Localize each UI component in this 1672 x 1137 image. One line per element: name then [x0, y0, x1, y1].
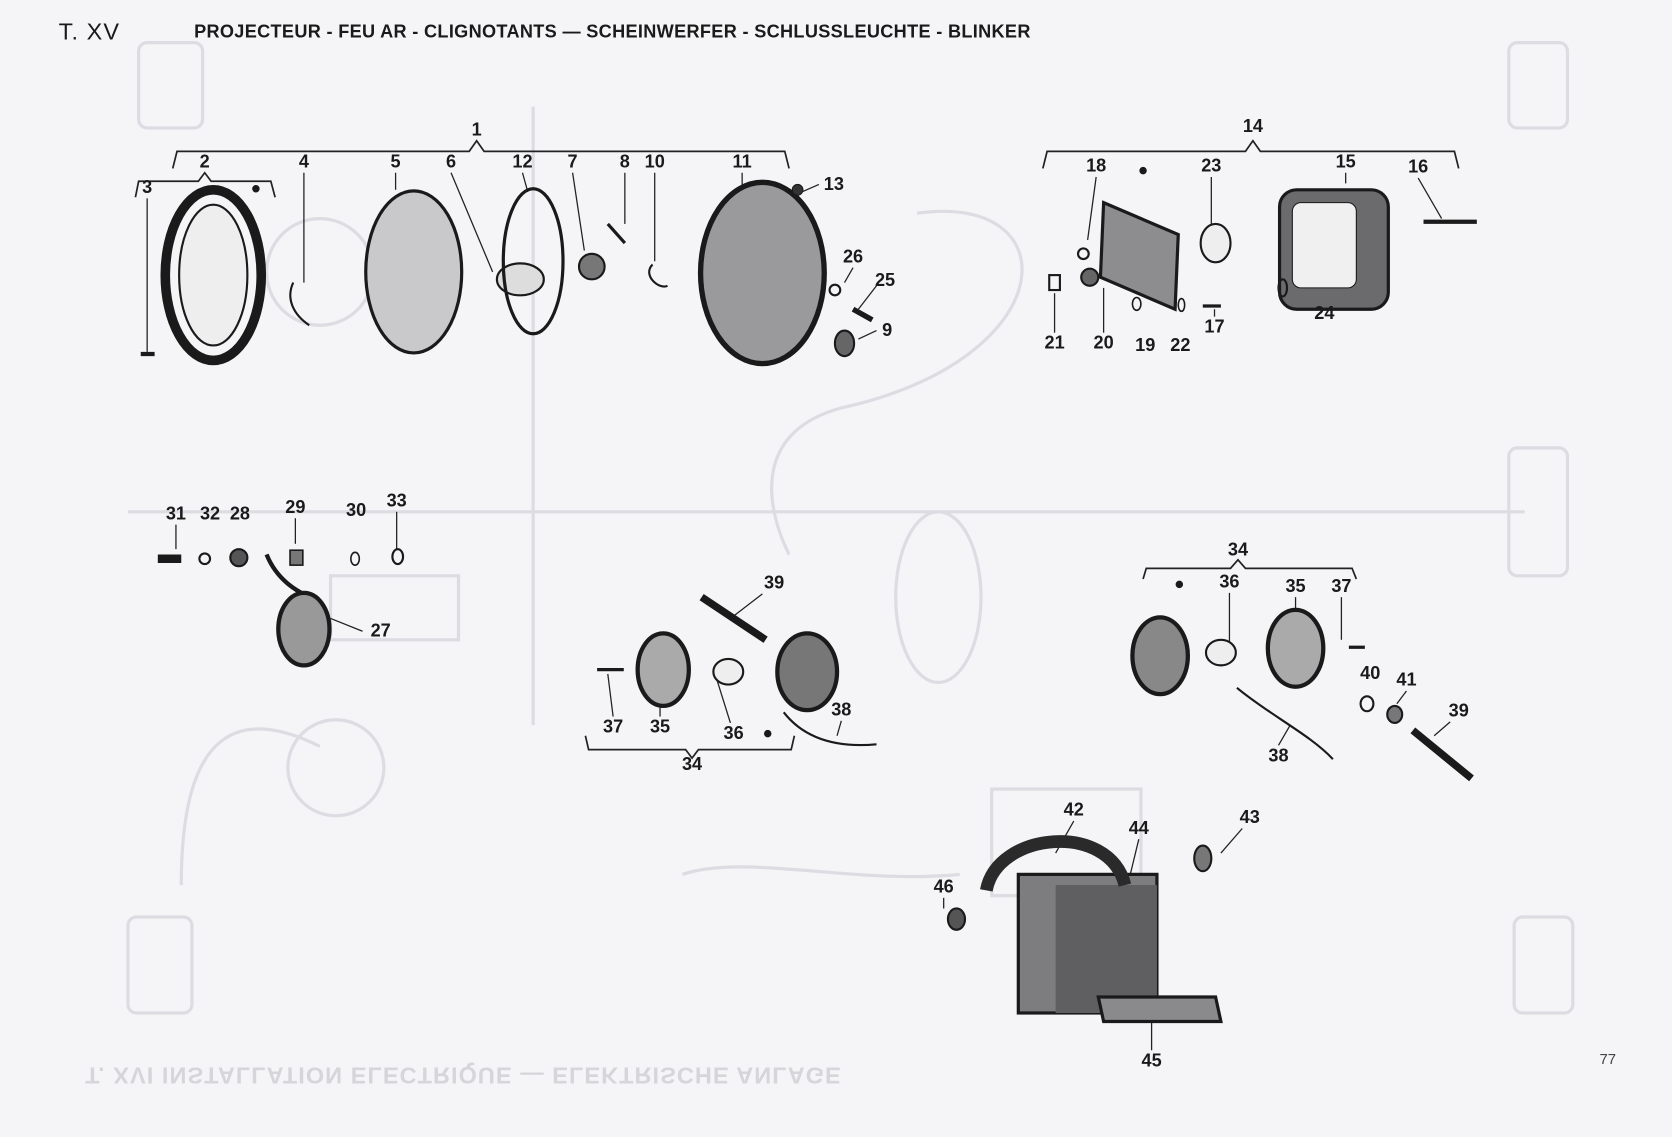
callout-35: 35: [1285, 575, 1306, 597]
callout-34: 34: [1227, 539, 1249, 560]
indicator-stem: [1410, 727, 1474, 782]
headlight-parts: [140, 179, 874, 367]
callout-38: 38: [831, 699, 852, 720]
page-number: 77: [1599, 1050, 1617, 1068]
callout-31: 31: [165, 503, 187, 524]
callout-27: 27: [370, 620, 391, 641]
bolt-25: [851, 306, 874, 323]
callout-7: 7: [567, 151, 578, 172]
bracket-group-14: [1042, 139, 1460, 169]
bracket-group-1: [171, 139, 790, 169]
page-title: PROJECTEUR - FEU AR - CLIGNOTANTS — SCHE…: [194, 21, 1031, 42]
bulb-socket: [577, 252, 606, 281]
callout-42: 42: [1063, 799, 1084, 820]
callout-24: 24: [1314, 302, 1335, 324]
headlight-lens: [364, 189, 464, 355]
washer-26: [828, 283, 842, 297]
indicator-wire: [1236, 686, 1334, 760]
plate-number: T. XV: [58, 18, 121, 45]
callout-44: 44: [1128, 817, 1149, 839]
indicator-wire: [782, 711, 877, 747]
indicator-stem: [699, 594, 768, 643]
callout-18: 18: [1086, 155, 1107, 176]
tail-light-base: [1098, 200, 1180, 312]
indicator-base: [775, 631, 840, 713]
indicator-lens: [1130, 615, 1190, 697]
callout-20: 20: [1093, 332, 1114, 353]
tail-light-parts: [1048, 166, 1477, 313]
battery-pad: [1096, 995, 1223, 1024]
headlight-housing: [697, 179, 827, 367]
callout-12: 12: [512, 151, 533, 172]
callout-29: 29: [285, 496, 306, 518]
callout-35: 35: [649, 716, 671, 737]
callout-33: 33: [386, 490, 407, 511]
callout-40: 40: [1360, 663, 1381, 684]
tail-bulb: [1199, 222, 1232, 264]
callout-23: 23: [1201, 155, 1222, 176]
callout-45: 45: [1141, 1050, 1162, 1071]
group-brackets: [134, 139, 1460, 760]
callout-38: 38: [1268, 745, 1289, 766]
callout-13: 13: [823, 173, 844, 195]
callout-11: 11: [732, 151, 752, 172]
pin: [606, 222, 627, 245]
headlight-bulb: [495, 262, 545, 297]
bracket-group-34-right: [1142, 558, 1358, 580]
horn: [276, 590, 332, 668]
callout-32: 32: [199, 503, 221, 524]
indicator-base: [1265, 607, 1326, 689]
callout-36: 36: [723, 722, 744, 744]
screw-head-icon: [252, 185, 260, 193]
callout-34: 34: [681, 753, 703, 775]
callout-17: 17: [1204, 316, 1225, 337]
callout-16: 16: [1408, 156, 1429, 178]
top-screw: [791, 183, 804, 196]
battery-parts: [946, 835, 1223, 1024]
callout-37: 37: [603, 716, 624, 737]
callout-30: 30: [346, 500, 367, 521]
callout-37: 37: [1331, 575, 1352, 597]
headlight-rim: [160, 185, 267, 366]
callout-26: 26: [842, 246, 864, 267]
nut-9: [833, 329, 856, 358]
callout-8: 8: [619, 151, 630, 172]
callout-2: 2: [199, 151, 210, 172]
callout-4: 4: [298, 151, 309, 172]
callout-28: 28: [229, 503, 251, 524]
bracket-group-34-left: [584, 735, 796, 760]
retaining-ring: [501, 187, 565, 336]
callout-21: 21: [1044, 332, 1065, 353]
callout-5: 5: [390, 151, 401, 172]
callout-43: 43: [1239, 807, 1260, 828]
callout-39: 39: [1448, 700, 1469, 721]
spring-clip: [648, 263, 668, 288]
bracket-group-2: [134, 171, 276, 198]
horn-parts: [157, 548, 405, 668]
battery-strap: [980, 835, 1132, 893]
clip-4: [289, 282, 310, 327]
right-indicator-parts: [1130, 580, 1474, 782]
callout-3: 3: [142, 177, 153, 198]
callout-39: 39: [764, 572, 785, 593]
callout-14: 14: [1242, 116, 1263, 137]
callout-9: 9: [882, 319, 893, 341]
callout-15: 15: [1335, 151, 1356, 172]
callout-19: 19: [1135, 334, 1156, 356]
background-bleed-drawing: [126, 41, 1575, 1015]
callout-10: 10: [644, 151, 665, 172]
callout-22: 22: [1170, 334, 1191, 356]
bleed-through-title: T. XVI INSTALLATION ELECTRIQUE — ELEKTRI…: [85, 1062, 842, 1089]
callout-6: 6: [445, 151, 457, 172]
callout-25: 25: [874, 269, 896, 291]
callout-46: 46: [933, 876, 954, 897]
callout-36: 36: [1219, 571, 1240, 592]
left-indicator-parts: [597, 594, 877, 747]
callout-1: 1: [471, 119, 482, 140]
callout-41: 41: [1396, 669, 1417, 690]
indicator-lens: [635, 631, 691, 709]
